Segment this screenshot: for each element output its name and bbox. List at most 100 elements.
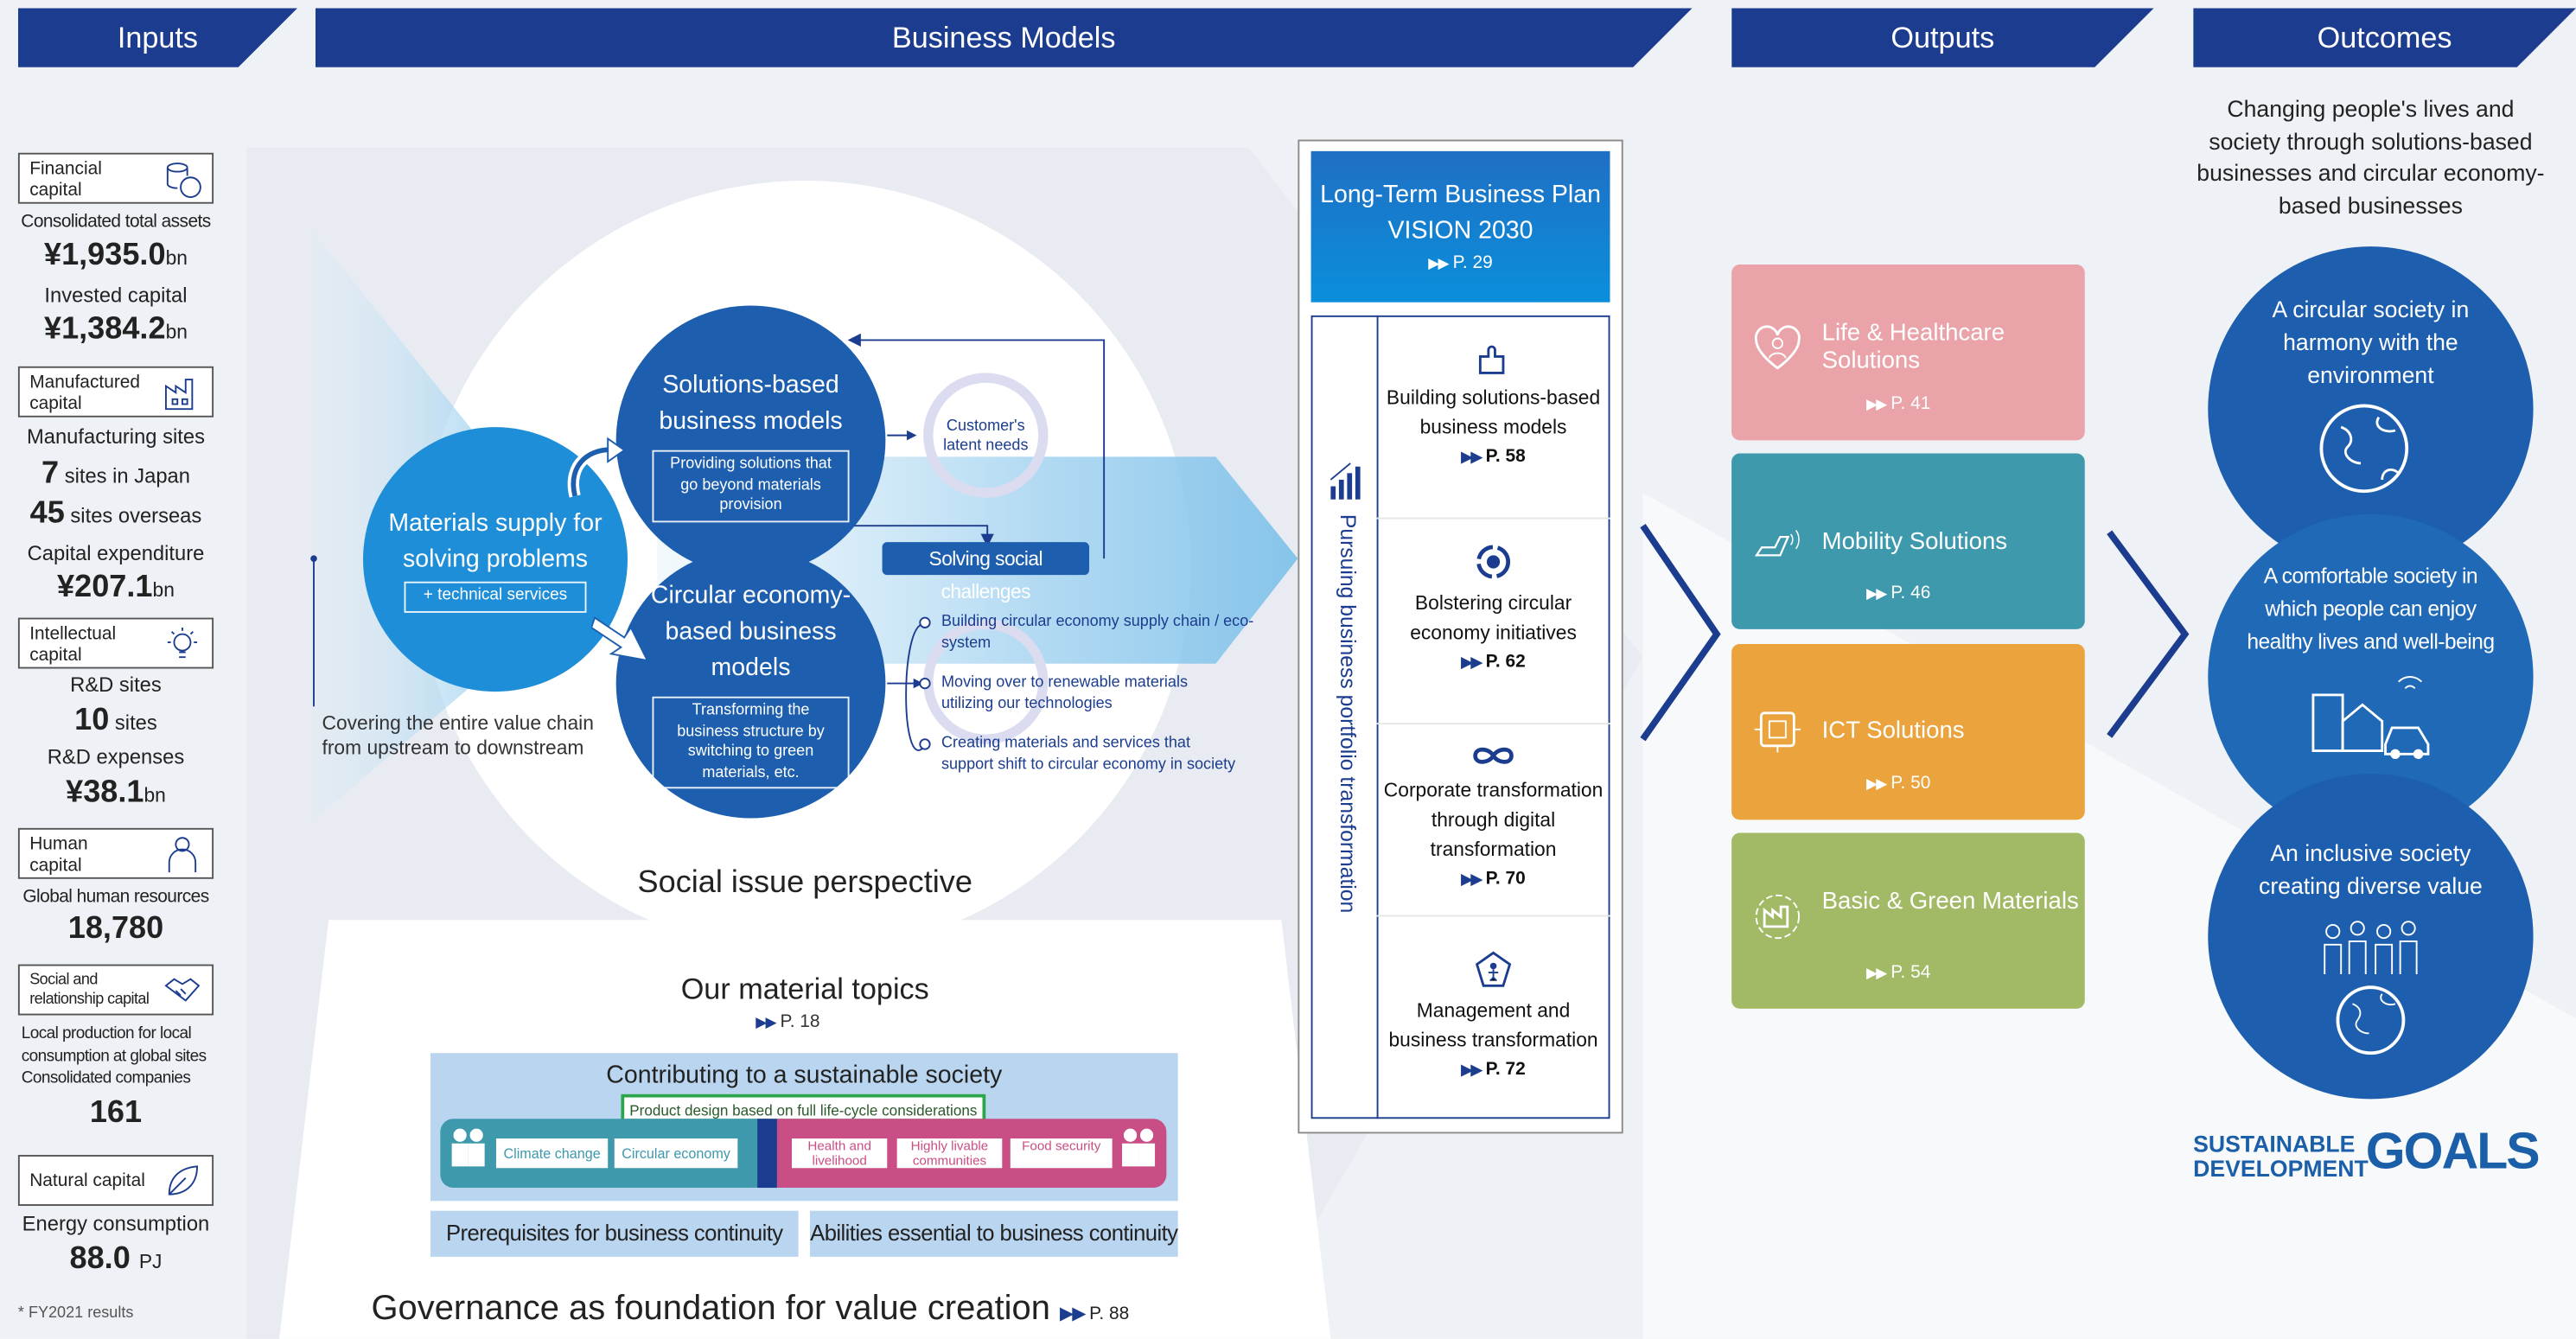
bullet-1: Building circular economy supply chain /… [941, 613, 1270, 654]
governance-page: P. 88 [1089, 1304, 1130, 1324]
financial-line2: Invested capital [44, 284, 188, 308]
portfolio-item-4: Management and business transformation▶▶… [1379, 996, 1609, 1085]
outcome-inclusive-society: An inclusive society creating diverse va… [2208, 774, 2534, 1100]
coins-icon [166, 163, 201, 199]
overseas-sites-text: sites overseas [64, 504, 202, 528]
factory-icon [165, 379, 194, 411]
financial-line1: Consolidated total assets [21, 212, 211, 232]
business-models-header-text: Business Models [891, 20, 1116, 54]
portfolio-item-1-label: Building solutions-based business models [1386, 386, 1601, 439]
business-models-header: Business Models [316, 9, 1693, 67]
rd-sites-text: sites [109, 711, 157, 735]
manufactured-overseas: 45 sites overseas [0, 496, 232, 532]
topic-communities: Highly livable communities [896, 1138, 1003, 1169]
pentagon-person-icon [1475, 951, 1512, 987]
portfolio-item-4-page: P. 72 [1485, 1059, 1526, 1080]
plan-frame [1298, 139, 1623, 1134]
japan-sites-text: sites in Japan [59, 464, 190, 488]
people-icon-left [451, 1128, 485, 1167]
financial-val2: ¥1,384.2bn [0, 312, 232, 348]
circular-title: Circular economy-based business models [650, 581, 851, 682]
social-issue-perspective: Social issue perspective [637, 865, 972, 901]
portfolio-divider [1376, 315, 1379, 1119]
bullet-1-text: Building circular economy supply chain /… [940, 612, 1254, 652]
financial-capital-box: Financial capital [17, 152, 214, 204]
output-ict: ICT Solutions ▶▶ P. 50 [1731, 643, 2085, 820]
sdg-line-1: SUSTAINABLE [2193, 1130, 2356, 1157]
sustainable-society-box: Contributing to a sustainable society Pr… [430, 1053, 1178, 1202]
outcomes-header: Outcomes [2193, 9, 2576, 67]
invested-capital-unit: bn [165, 320, 188, 344]
customers-needs-label: Customer's latent needs [943, 417, 1029, 456]
sdg-line-2: DEVELOPMENT [2193, 1155, 2369, 1182]
output-basic-green-page: ▶▶ P. 54 [1865, 962, 1931, 983]
outcomes-intro: Changing people's lives and society thro… [2197, 95, 2545, 218]
financial-capital-label: Financial capital [29, 159, 102, 201]
governance-line: Governance as foundation for value creat… [371, 1289, 1130, 1328]
consolidated-companies-text: Consolidated companies [21, 1069, 191, 1088]
outputs-header: Outputs [1731, 9, 2153, 67]
materials-factory-icon [1755, 894, 1800, 940]
topic-climate-change: Climate change [495, 1138, 609, 1169]
sustainable-society-title: Contributing to a sustainable society [606, 1061, 1003, 1090]
intellectual-capital-box: Intellectual capital [17, 617, 214, 669]
output-ict-page-text: P. 50 [1891, 774, 1931, 794]
vision-2030-title: Long-Term Business Plan VISION 2030 [1320, 181, 1601, 245]
growth-chart-icon [1329, 462, 1361, 500]
consolidated-companies-value: 161 [89, 1095, 143, 1131]
outcomes-header-text: Outcomes [2317, 20, 2452, 54]
inputs-header-text: Inputs [117, 20, 199, 54]
rd-sites-number: 10 [74, 703, 110, 738]
portfolio-frame [1310, 315, 1610, 1119]
total-assets-value: ¥1,935.0 [43, 238, 166, 273]
human-capital-label: Human capital [29, 834, 88, 876]
leaf-icon [168, 1165, 199, 1196]
value-chain-text: Covering the entire value chain from ups… [322, 711, 594, 760]
inputs-header: Inputs [18, 9, 297, 67]
vision-2030-page: ▶▶ P. 29 [1428, 252, 1493, 273]
portfolio-sep-2 [1376, 723, 1610, 725]
globe-leaf-icon [2319, 404, 2409, 494]
solving-social-challenges-box: Solving social challenges [882, 542, 1090, 603]
manufactured-val2: ¥207.1bn [0, 570, 232, 606]
intellectual-line1: R&D sites [70, 673, 162, 697]
portfolio-item-4-label: Management and business transformation [1388, 998, 1598, 1052]
energy-unit: PJ [138, 1250, 163, 1273]
material-topics-page-text: P. 18 [780, 1011, 820, 1032]
portfolio-item-2: Bolstering circular economy initiatives▶… [1379, 588, 1609, 677]
natural-capital-label: Natural capital [29, 1171, 145, 1191]
sdg-goals-word: GOALS [2365, 1122, 2541, 1180]
portfolio-vertical-label: Pursuing business portfolio transformati… [1336, 513, 1361, 914]
circular-business-circle: Circular economy-based business models T… [615, 548, 886, 819]
technical-services-box: + technical services [404, 581, 587, 612]
circular-arrows-icon [1476, 545, 1511, 579]
natural-capital-box: Natural capital [17, 1155, 214, 1206]
materials-supply-text: Materials supply for solving problems [388, 509, 603, 574]
energy-value: 88.0 [69, 1241, 131, 1277]
output-ict-page: ▶▶ P. 50 [1865, 774, 1931, 794]
manufactured-capital-label: Manufactured capital [29, 373, 141, 414]
solutions-title: Solutions-based business models [659, 371, 843, 436]
outcome-inclusive-text: An inclusive society creating diverse va… [2259, 839, 2483, 899]
portfolio-item-1: Building solutions-based business models… [1379, 383, 1609, 472]
healthcare-heart-icon [1754, 325, 1801, 370]
manufactured-capital-box: Manufactured capital [17, 366, 214, 418]
circular-description-box: Transforming the business structure by s… [652, 696, 850, 789]
material-topics-page: ▶▶P. 18 [756, 1011, 820, 1032]
footnote: * FY2021 results [17, 1304, 134, 1323]
social-capital-label: Social and relationship capital [29, 971, 150, 1009]
intellectual-capital-label: Intellectual capital [29, 624, 117, 666]
outputs-header-text: Outputs [1891, 20, 1995, 54]
vision-2030-box: Long-Term Business Plan VISION 2030 ▶▶ P… [1310, 150, 1610, 303]
natural-line1: Energy consumption [22, 1212, 210, 1236]
topic-circular-economy: Circular economy [614, 1138, 738, 1169]
topics-divider [757, 1119, 777, 1189]
output-mobility-page-text: P. 46 [1891, 583, 1931, 603]
down-right-arrow-icon [591, 616, 649, 662]
sdg-logo: SUSTAINABLE DEVELOPMENT [2193, 1130, 2369, 1182]
ict-chip-icon [1754, 711, 1801, 753]
portfolio-item-2-label: Bolstering circular economy initiatives [1410, 591, 1577, 644]
social-capital-box: Social and relationship capital [17, 964, 214, 1016]
output-mobility-page: ▶▶ P. 46 [1865, 583, 1931, 603]
